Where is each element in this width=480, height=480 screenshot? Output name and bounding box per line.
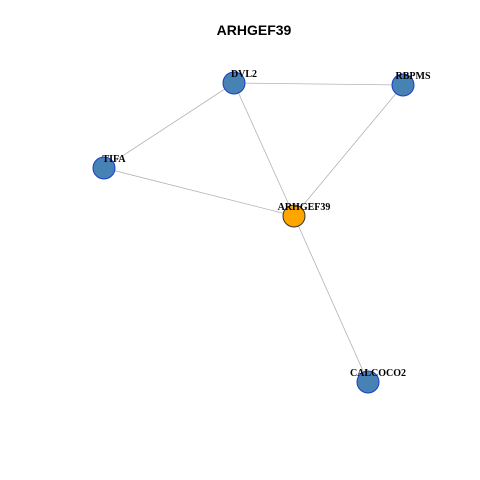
node-label-rbpms: RBPMS	[396, 71, 431, 82]
edge-dvl2-arhgef39	[233, 82, 295, 217]
node-circle-calcoco2	[356, 370, 380, 394]
node-circle-dvl2	[222, 71, 246, 95]
edge-tifa-arhgef39	[103, 167, 295, 217]
node-label-calcoco2: CALCOCO2	[350, 368, 406, 379]
edge-rbpms-arhgef39	[293, 84, 404, 217]
diagram-title: ARHGEF39	[217, 22, 292, 38]
node-label-tifa: TIFA	[102, 154, 126, 165]
node-circle-rbpms	[391, 73, 415, 97]
edge-layer	[103, 82, 404, 383]
edge-arhgef39-calcoco2	[293, 215, 369, 383]
node-arhgef39: ARHGEF39	[278, 202, 331, 228]
node-circle-arhgef39	[282, 204, 306, 228]
node-tifa: TIFA	[92, 154, 126, 180]
node-label-arhgef39: ARHGEF39	[278, 202, 331, 213]
node-rbpms: RBPMS	[391, 71, 431, 97]
node-circle-tifa	[92, 156, 116, 180]
node-dvl2: DVL2	[222, 69, 257, 95]
edge-dvl2-tifa	[103, 82, 235, 169]
node-label-dvl2: DVL2	[231, 69, 257, 80]
edge-dvl2-rbpms	[233, 82, 404, 86]
node-calcoco2: CALCOCO2	[350, 368, 406, 394]
